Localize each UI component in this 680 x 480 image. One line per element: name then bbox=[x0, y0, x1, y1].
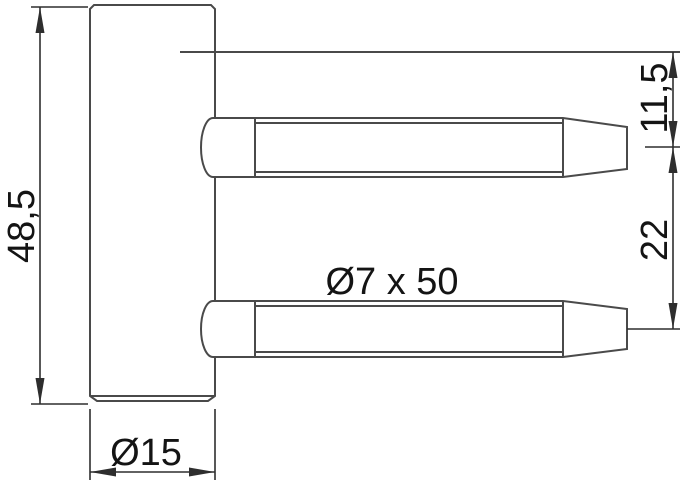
arrow-down-icon bbox=[668, 121, 678, 147]
label-pin-spec: Ø7 x 50 bbox=[325, 261, 458, 303]
label-pin-spacing: 22 bbox=[634, 219, 676, 261]
arrow-left-icon bbox=[90, 467, 116, 477]
dimension-pin-spacing: 22 bbox=[627, 147, 680, 330]
label-body-height: 48,5 bbox=[1, 189, 43, 263]
dimension-top-to-upper-pin: 11,5 bbox=[634, 52, 680, 148]
arrow-right-icon bbox=[189, 467, 215, 477]
arrow-down-icon bbox=[35, 378, 45, 404]
arrow-up-icon bbox=[668, 52, 678, 78]
dimension-body-height: 48,5 bbox=[1, 6, 88, 405]
arrow-up-icon bbox=[35, 7, 45, 33]
dimension-body-diameter: Ø15 bbox=[89, 409, 216, 480]
arrow-up-icon bbox=[668, 147, 678, 173]
lower-pin bbox=[200, 300, 628, 358]
upper-pin-outline bbox=[200, 117, 628, 178]
body-outline bbox=[89, 4, 216, 402]
lower-pin-outline bbox=[200, 300, 628, 358]
hinge-body bbox=[89, 4, 216, 402]
label-top-to-upper-pin: 11,5 bbox=[634, 62, 676, 133]
label-body-diameter: Ø15 bbox=[110, 432, 182, 474]
arrow-down-icon bbox=[668, 303, 678, 329]
upper-pin bbox=[200, 117, 628, 178]
